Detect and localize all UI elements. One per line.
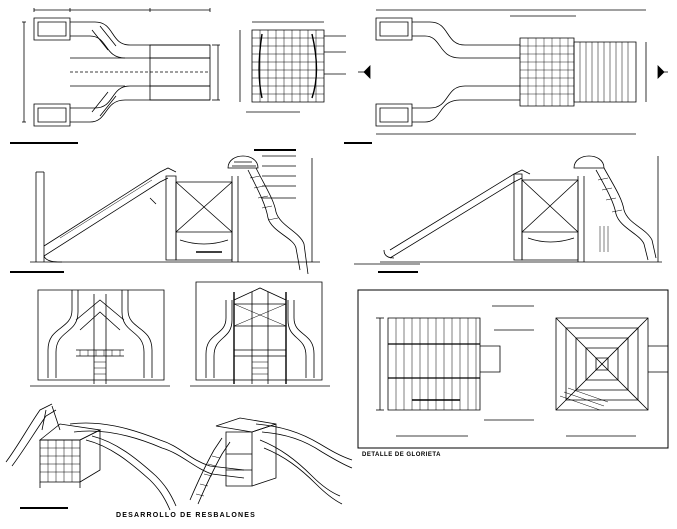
grid-structure-detail <box>240 22 346 150</box>
front-elevation-right <box>190 282 330 386</box>
slides-development-title: DESARROLLO DE RESBALONES <box>116 512 257 519</box>
front-elevation-left <box>30 290 170 386</box>
glorieta-detail <box>358 290 668 448</box>
perspective-view-left <box>6 404 244 510</box>
side-elevation-left <box>10 156 320 274</box>
perspective-view-right <box>190 418 352 504</box>
side-elevation-right <box>354 156 662 272</box>
plan-view-slides <box>10 8 220 143</box>
glorieta-detail-title: DETALLE DE GLORIETA <box>362 452 441 458</box>
plan-view-full <box>344 10 668 143</box>
